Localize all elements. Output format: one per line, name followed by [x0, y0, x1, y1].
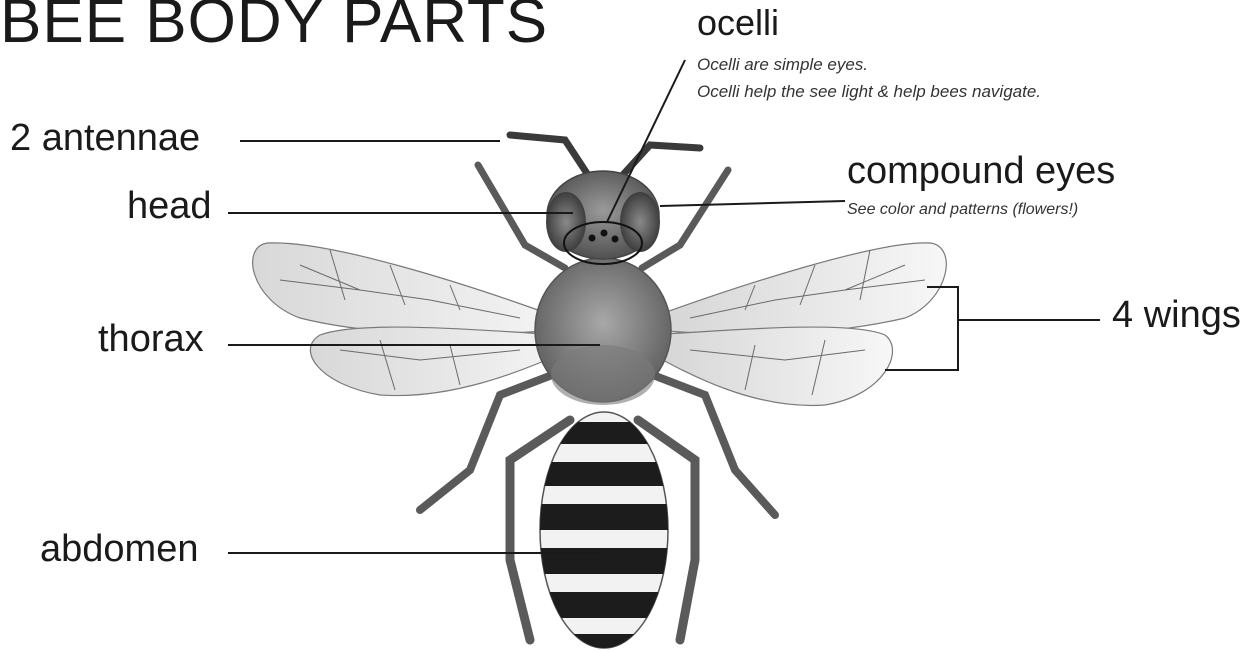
label-wings: 4 wings: [1112, 294, 1241, 337]
compound-eyes-note: See color and patterns (flowers!): [847, 197, 1078, 222]
ocelli-note-line-1: Ocelli are simple eyes.: [697, 52, 868, 77]
abdomen-body: [530, 412, 680, 651]
label-ocelli: ocelli: [697, 2, 779, 44]
label-thorax: thorax: [98, 318, 204, 361]
ocellus: [589, 235, 596, 242]
ocelli-note-line-2: Ocelli help the see light & help bees na…: [697, 79, 1041, 104]
right-forewing: [650, 243, 946, 334]
label-antennae: 2 antennae: [10, 117, 200, 160]
head-body: [546, 171, 660, 264]
ocellus: [612, 236, 619, 243]
left-forewing: [253, 243, 560, 334]
right-compound-eye: [620, 192, 660, 252]
compound-eyes-leader-line: [660, 201, 845, 206]
label-compound-eyes: compound eyes: [847, 150, 1115, 193]
thorax-body: [535, 258, 671, 405]
left-compound-eye: [546, 192, 586, 252]
right-hindwing: [648, 327, 893, 405]
label-head: head: [127, 185, 212, 228]
ocellus: [601, 230, 608, 237]
page-title: BEE BODY PARTS: [0, 0, 548, 57]
label-abdomen: abdomen: [40, 528, 198, 571]
